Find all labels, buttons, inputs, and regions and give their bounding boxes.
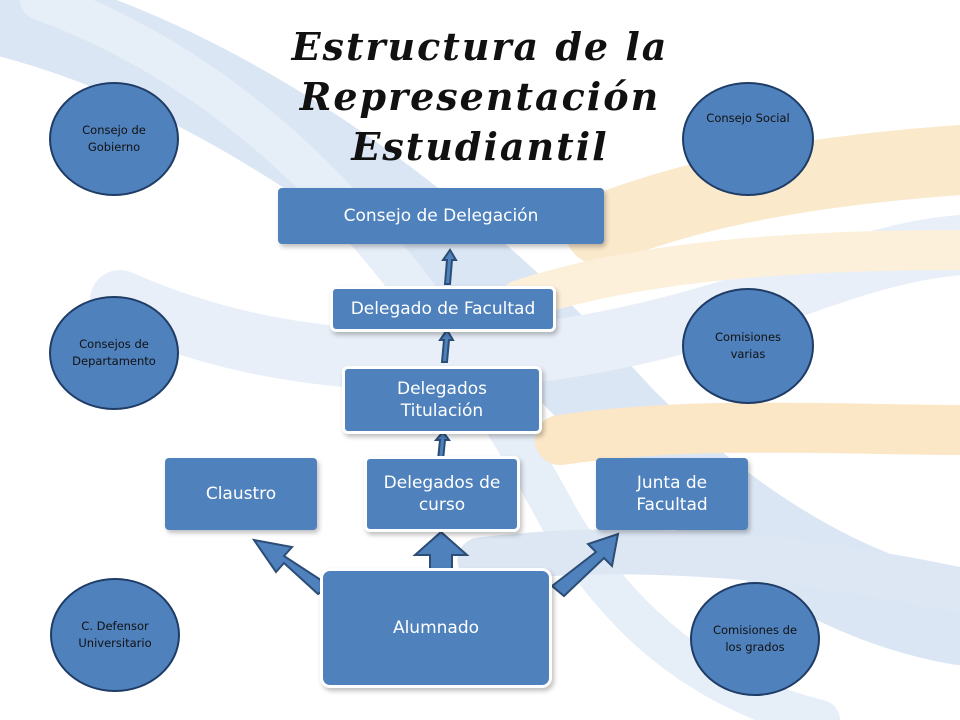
circle-defensor-universitario: C. Defensor Universitario bbox=[50, 578, 180, 692]
title-line-2: Estudiantil bbox=[351, 124, 609, 169]
circle-comisiones-varias-label: Comisiones varias bbox=[714, 330, 782, 361]
page-title: Estructura de la Representación Estudian… bbox=[150, 22, 810, 172]
box-consejo-delegacion: Consejo de Delegación bbox=[278, 188, 604, 244]
circle-comisiones-grados: Comisiones de los grados bbox=[690, 582, 820, 696]
circle-consejos-departamento: Consejos de Departamento bbox=[49, 296, 179, 410]
box-delegados-curso-label: Delegados de curso bbox=[383, 473, 501, 515]
box-delegados-curso: Delegados de curso bbox=[364, 456, 520, 532]
box-claustro-label: Claustro bbox=[205, 484, 277, 504]
box-delegados-titulacion-label: Delegados Titulación bbox=[397, 379, 487, 421]
box-consejo-delegacion-label: Consejo de Delegación bbox=[343, 206, 539, 226]
box-claustro: Claustro bbox=[165, 458, 317, 530]
circle-consejos-departamento-label: Consejos de Departamento bbox=[72, 337, 156, 368]
circle-comisiones-varias: Comisiones varias bbox=[682, 288, 814, 404]
box-delegados-titulacion: Delegados Titulación bbox=[342, 366, 542, 434]
circle-consejo-gobierno: Consejo de Gobierno bbox=[49, 82, 179, 196]
box-junta-facultad: Junta de Facultad bbox=[596, 458, 748, 530]
circle-defensor-universitario-label: C. Defensor Universitario bbox=[78, 619, 152, 650]
box-alumnado: Alumnado bbox=[320, 568, 552, 688]
circle-comisiones-grados-label: Comisiones de los grados bbox=[712, 623, 798, 654]
box-delegado-facultad: Delegado de Facultad bbox=[330, 286, 556, 332]
circle-consejo-gobierno-label: Consejo de Gobierno bbox=[82, 123, 146, 154]
circle-consejo-social: Consejo Social bbox=[682, 82, 814, 196]
box-delegado-facultad-label: Delegado de Facultad bbox=[350, 299, 536, 319]
box-junta-facultad-label: Junta de Facultad bbox=[636, 473, 708, 515]
title-line-1: Estructura de la Representación bbox=[291, 24, 669, 119]
box-alumnado-label: Alumnado bbox=[392, 618, 480, 638]
circle-consejo-social-label: Consejo Social bbox=[706, 111, 790, 125]
